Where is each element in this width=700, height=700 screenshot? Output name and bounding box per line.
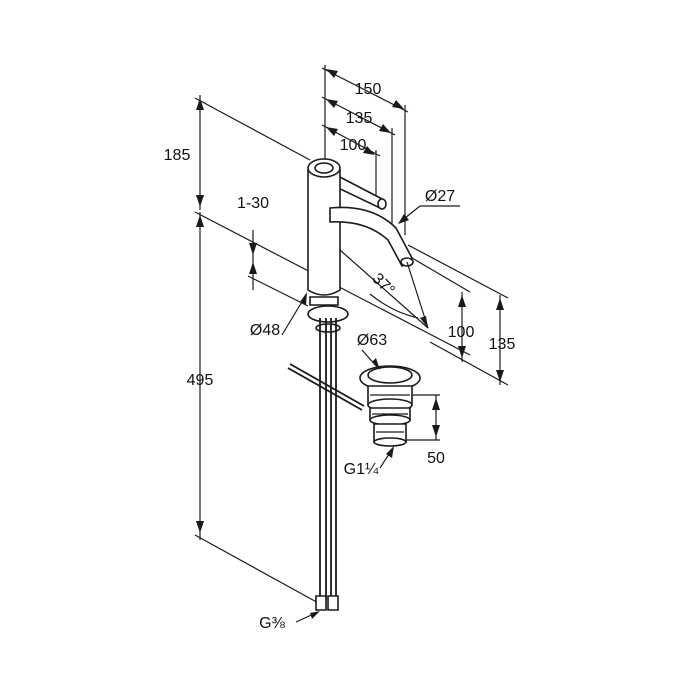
dimension-d63-label: Ø63 <box>357 332 387 349</box>
dimension-g38-label: G⅜ <box>259 615 285 632</box>
faucet <box>287 158 414 611</box>
dimension-d48-label: Ø48 <box>250 322 280 339</box>
dimension-185-label: 185 <box>164 147 191 164</box>
dimension-185-left <box>194 95 311 210</box>
dimension-100-top <box>321 124 381 200</box>
base-ring <box>309 296 339 306</box>
dimension-100-right-label: 100 <box>448 324 475 341</box>
dimension-150-top <box>321 65 409 235</box>
dimension-1-30 <box>247 230 309 307</box>
spout <box>329 206 414 268</box>
dimension-495-label: 495 <box>187 372 214 389</box>
hose-fitting-right <box>327 595 339 611</box>
faucet-body <box>307 169 341 296</box>
dimension-100-top-label: 100 <box>340 137 367 154</box>
dimension-d48-leader <box>281 292 307 336</box>
dimension-150-label: 150 <box>355 81 382 98</box>
dimension-100-right <box>411 257 471 362</box>
dimension-d27-leader <box>398 205 460 224</box>
dimension-135-right <box>407 244 509 386</box>
dimension-135-top-label: 135 <box>346 110 373 127</box>
dimension-g114-leader <box>379 446 394 469</box>
pop-up-waste <box>359 365 421 447</box>
dimension-g38-leader <box>295 611 320 623</box>
dimension-1-30-label: 1-30 <box>237 195 269 212</box>
dimension-d27-label: Ø27 <box>425 188 455 205</box>
dimension-135-top <box>321 96 396 230</box>
dimension-angle-37-label: 37° <box>369 270 398 299</box>
dimension-135-right-label: 135 <box>489 336 516 353</box>
dimension-d63-leader <box>361 349 380 370</box>
hose-fitting-left <box>315 595 327 611</box>
dimension-g114-label: G1¼ <box>344 461 379 478</box>
dimension-50-label: 50 <box>427 450 445 467</box>
dimension-angle-37 <box>339 249 429 329</box>
dimension-50 <box>406 394 440 441</box>
